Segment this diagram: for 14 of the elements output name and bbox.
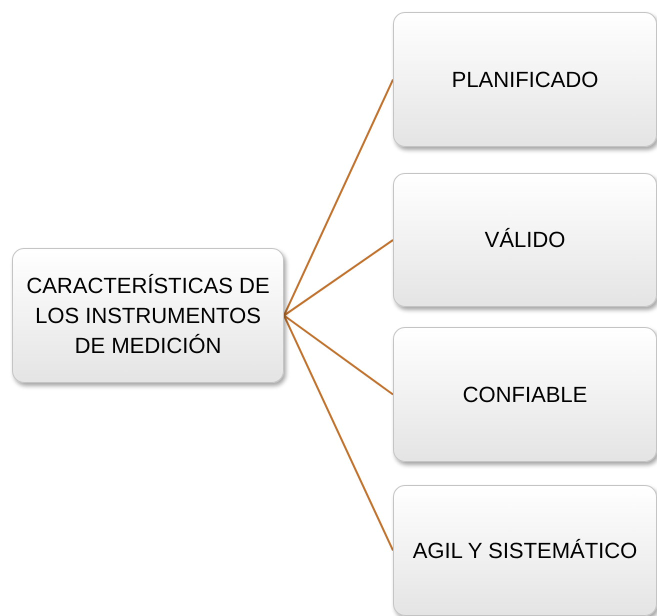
box-label: PLANIFICADO xyxy=(452,66,598,94)
box-label: VÁLIDO xyxy=(484,226,566,254)
rounded-box xyxy=(12,248,284,383)
connector-line xyxy=(283,239,394,316)
box-label: CONFIABLE xyxy=(462,380,588,408)
connector-line xyxy=(283,315,394,551)
rounded-box xyxy=(393,327,657,462)
box-label: AGIL Y SISTEMÁTICO xyxy=(412,536,638,564)
rounded-box xyxy=(393,12,657,147)
connector-line xyxy=(283,314,394,396)
connector-line xyxy=(283,79,394,316)
box-label: CARACTERÍSTICAS DE LOS INSTRUMENTOS DE MEDICIÓN xyxy=(25,272,271,360)
rounded-box xyxy=(393,485,657,616)
rounded-box xyxy=(393,173,657,307)
